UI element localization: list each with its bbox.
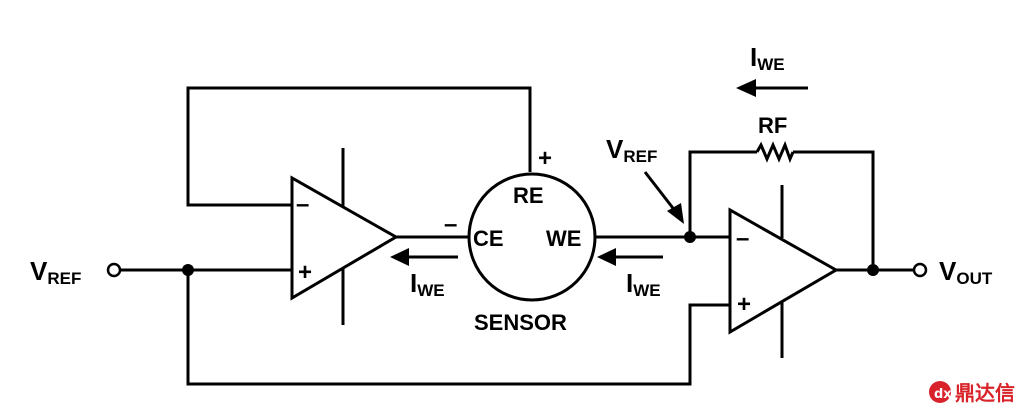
terminal-vout	[912, 262, 928, 278]
label-vout: VOUT	[939, 256, 993, 288]
arrow-vref-pointer	[643, 171, 684, 224]
label-iwe-left: IWE	[410, 268, 445, 300]
wire-bottom-return	[186, 270, 730, 386]
label-vref-node: VREF	[606, 134, 657, 166]
node-we-junction	[684, 231, 696, 243]
label-re: RE	[513, 183, 544, 208]
arrow-iwe-left	[390, 248, 458, 266]
arrow-iwe-top	[736, 79, 808, 97]
opamp1-triangle	[290, 175, 400, 301]
opamp2-plus-sign: +	[737, 291, 751, 318]
label-sensor: SENSOR	[474, 310, 567, 335]
wire-re-feedback	[186, 86, 532, 207]
label-iwe-right: IWE	[626, 268, 661, 300]
terminal-vref-input	[106, 262, 122, 278]
svg-text:dx: dx	[934, 387, 952, 402]
watermark-text: 鼎达信	[955, 381, 1015, 405]
logo-badge-icon	[929, 381, 951, 403]
watermark: dx 鼎达信	[929, 381, 1015, 405]
node-vout-junction	[867, 264, 879, 276]
wire-rf-right	[793, 150, 875, 270]
opamp1-plus-sign: +	[298, 259, 312, 286]
re-plus-sign: +	[538, 145, 552, 172]
opamp1-minus-sign: –	[296, 191, 309, 218]
ce-minus-sign: –	[444, 211, 457, 238]
label-rf: RF	[758, 113, 787, 138]
opamp2-minus-sign: –	[736, 225, 749, 252]
label-ce: CE	[473, 226, 504, 251]
wire-rf-left	[688, 150, 757, 237]
opamp2-triangle	[728, 207, 840, 335]
label-we: WE	[546, 226, 581, 251]
label-vref-input: VREF	[30, 256, 81, 288]
sensor-circle	[467, 172, 597, 302]
node-vref-junction	[182, 264, 194, 276]
label-iwe-top: IWE	[750, 42, 785, 74]
arrow-iwe-right	[597, 248, 663, 266]
wires	[120, 86, 914, 386]
resistor-rf	[755, 140, 795, 164]
